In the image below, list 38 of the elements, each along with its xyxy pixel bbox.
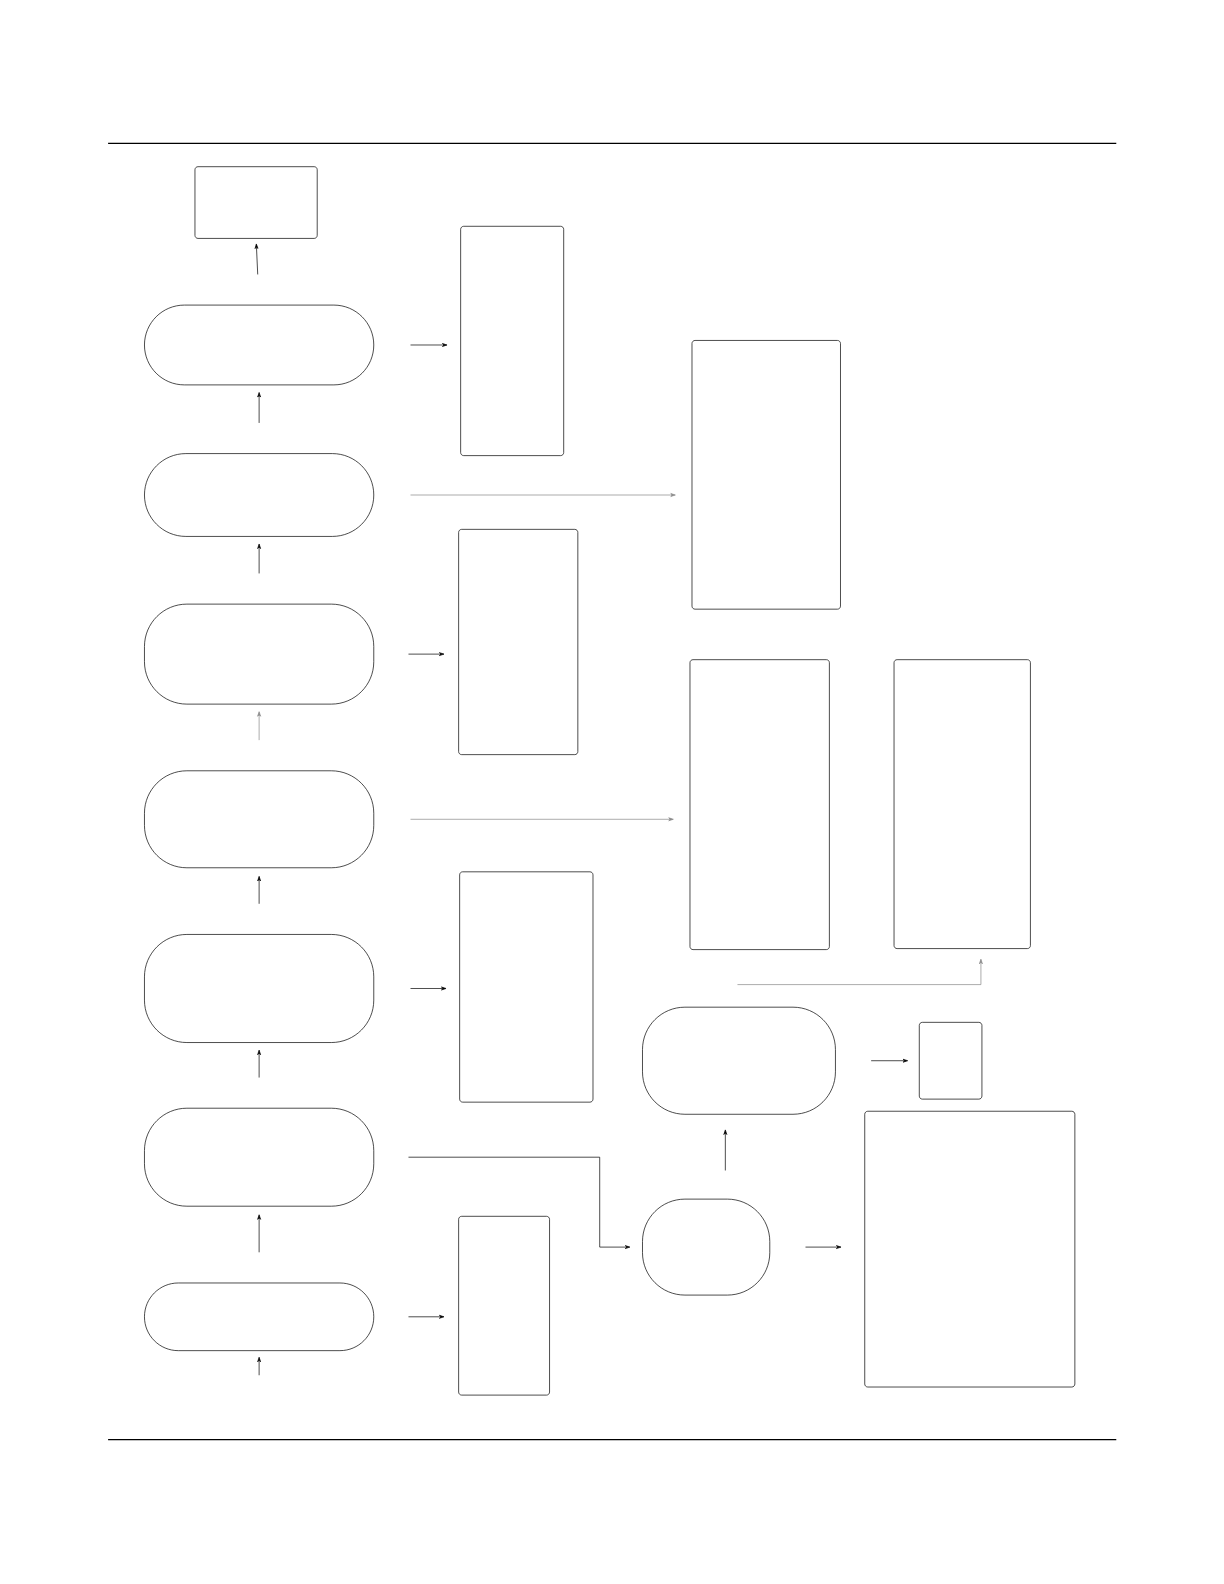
arrow xyxy=(257,392,261,424)
arrow xyxy=(723,1129,727,1171)
rounded-box xyxy=(143,770,374,869)
process-box xyxy=(689,659,830,950)
arrow xyxy=(407,1156,631,1249)
arrow xyxy=(736,958,983,985)
rounded-box xyxy=(143,1107,374,1207)
arrow xyxy=(409,817,674,822)
arrow xyxy=(409,493,676,497)
arrow xyxy=(257,1356,261,1376)
arrow xyxy=(257,711,261,741)
arrow xyxy=(254,243,259,275)
process-box xyxy=(893,659,1031,949)
rounded-box xyxy=(143,304,374,386)
process-box xyxy=(918,1022,983,1100)
arrow xyxy=(804,1245,842,1249)
rounded-box xyxy=(143,934,374,1043)
rounded-box xyxy=(641,1198,770,1296)
arrow xyxy=(257,543,261,574)
rounded-box xyxy=(641,1006,836,1115)
arrow xyxy=(409,986,447,991)
process-box xyxy=(460,225,564,456)
arrow xyxy=(409,343,448,347)
process-box xyxy=(459,871,594,1103)
arrow xyxy=(257,1214,261,1253)
rounded-box xyxy=(143,453,374,537)
process-box xyxy=(691,340,841,610)
arrow xyxy=(407,652,445,656)
arrow xyxy=(870,1058,908,1063)
process-box xyxy=(864,1110,1076,1388)
arrow xyxy=(407,1314,445,1319)
process-box xyxy=(194,166,318,239)
arrow xyxy=(257,876,261,905)
process-box xyxy=(458,529,578,755)
arrow xyxy=(257,1049,261,1078)
rounded-box xyxy=(143,603,374,705)
rounded-box xyxy=(143,1282,374,1351)
process-box xyxy=(458,1215,550,1396)
